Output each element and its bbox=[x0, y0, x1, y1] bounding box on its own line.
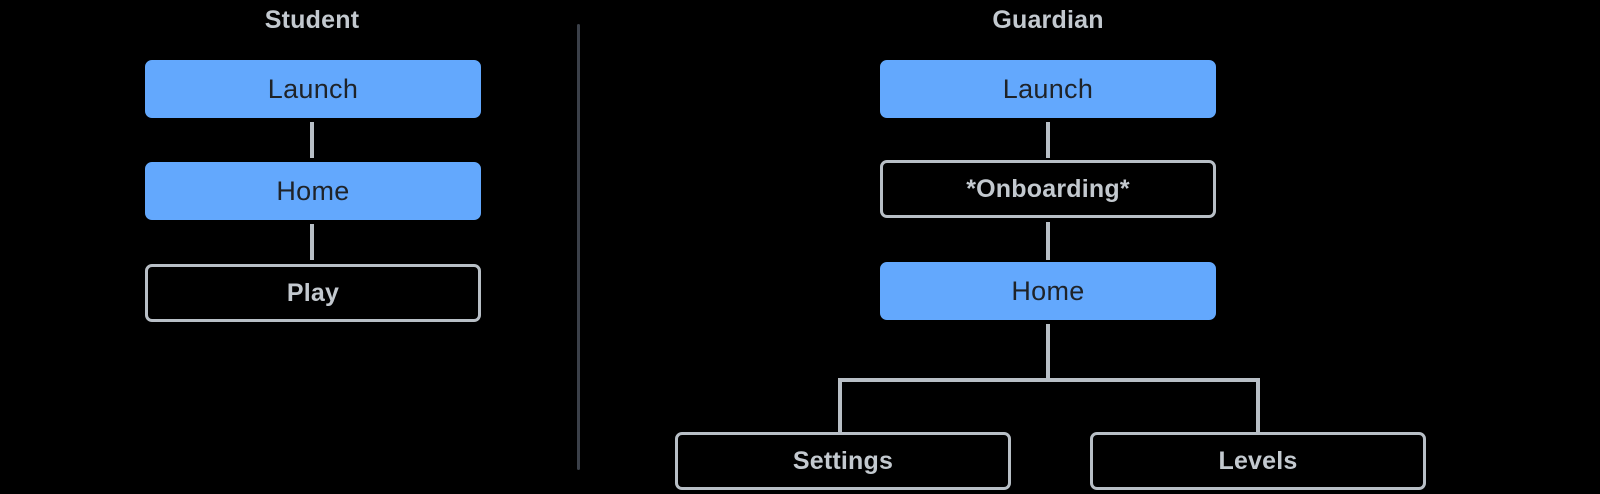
guardian-node-launch[interactable]: Launch bbox=[880, 60, 1216, 118]
guardian-node-home-label: Home bbox=[1011, 275, 1085, 306]
student-node-home-label: Home bbox=[276, 175, 350, 206]
student-node-play-label: Play bbox=[286, 278, 340, 307]
connector-guardian-launch-to-onboarding bbox=[1046, 122, 1050, 158]
student-node-launch-label: Launch bbox=[267, 73, 359, 104]
guardian-node-home[interactable]: Home bbox=[880, 262, 1216, 320]
guardian-node-onboarding[interactable]: *Onboarding* bbox=[880, 160, 1216, 218]
connector-guardian-onboarding-to-home bbox=[1046, 222, 1050, 260]
guardian-node-levels[interactable]: Levels bbox=[1090, 432, 1426, 490]
connector-student-home-to-play bbox=[310, 224, 314, 260]
connector-guardian-home-branch-stem bbox=[1046, 324, 1050, 380]
guardian-node-launch-label: Launch bbox=[1002, 73, 1094, 104]
connector-student-launch-to-home bbox=[310, 122, 314, 158]
guardian-node-levels-label: Levels bbox=[1218, 446, 1298, 475]
guardian-node-onboarding-label: *Onboarding* bbox=[966, 174, 1130, 203]
student-node-play[interactable]: Play bbox=[145, 264, 481, 322]
guardian-node-settings-label: Settings bbox=[792, 446, 894, 475]
section-divider bbox=[577, 24, 580, 470]
connector-guardian-branch-to-levels bbox=[1256, 378, 1260, 434]
connector-guardian-branch-to-settings bbox=[838, 378, 842, 434]
student-node-launch[interactable]: Launch bbox=[145, 60, 481, 118]
student-column-title: Student bbox=[264, 6, 360, 34]
guardian-node-settings[interactable]: Settings bbox=[675, 432, 1011, 490]
student-node-home[interactable]: Home bbox=[145, 162, 481, 220]
guardian-column-title: Guardian bbox=[992, 6, 1104, 34]
connector-guardian-branch-bar bbox=[838, 378, 1260, 382]
